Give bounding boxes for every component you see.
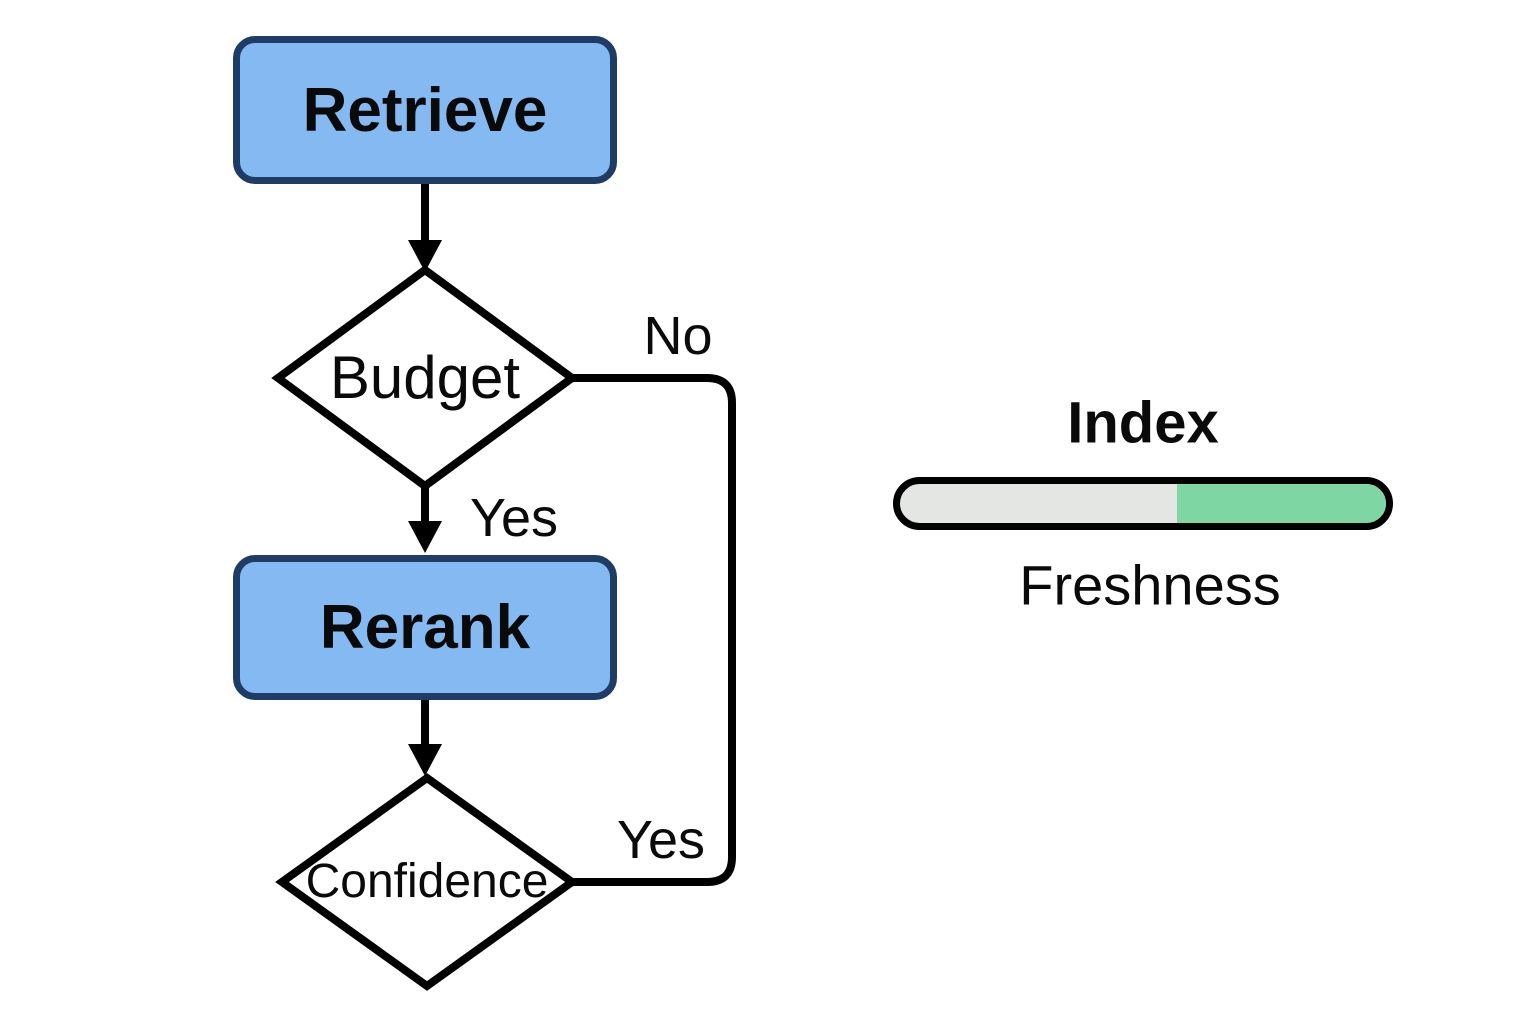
freshness-gauge-fill bbox=[1177, 484, 1386, 523]
process-node-retrieve-label: Retrieve bbox=[302, 75, 548, 145]
decision-diamond-budget bbox=[271, 265, 579, 491]
arrowhead-rerank-confidence bbox=[408, 744, 442, 776]
edge-label-confidence-yes: Yes bbox=[616, 810, 706, 870]
arrowhead-retrieve-budget bbox=[408, 240, 442, 272]
process-node-rerank: Rerank bbox=[233, 555, 617, 700]
decision-diamond-confidence bbox=[275, 773, 579, 991]
gauge-caption: Freshness bbox=[1019, 553, 1281, 617]
edge-label-budget-no: No bbox=[643, 306, 713, 366]
process-node-rerank-label: Rerank bbox=[319, 593, 531, 662]
decision-label-budget: Budget bbox=[329, 344, 521, 411]
edge-label-budget-yes: Yes bbox=[469, 488, 559, 548]
arrowhead-budget-rerank bbox=[408, 521, 442, 553]
feedback-loop-connector bbox=[572, 374, 736, 886]
decision-label-confidence: Confidence bbox=[305, 855, 549, 908]
freshness-gauge bbox=[893, 477, 1393, 530]
process-node-retrieve: Retrieve bbox=[233, 36, 617, 184]
gauge-title: Index bbox=[1067, 390, 1219, 456]
